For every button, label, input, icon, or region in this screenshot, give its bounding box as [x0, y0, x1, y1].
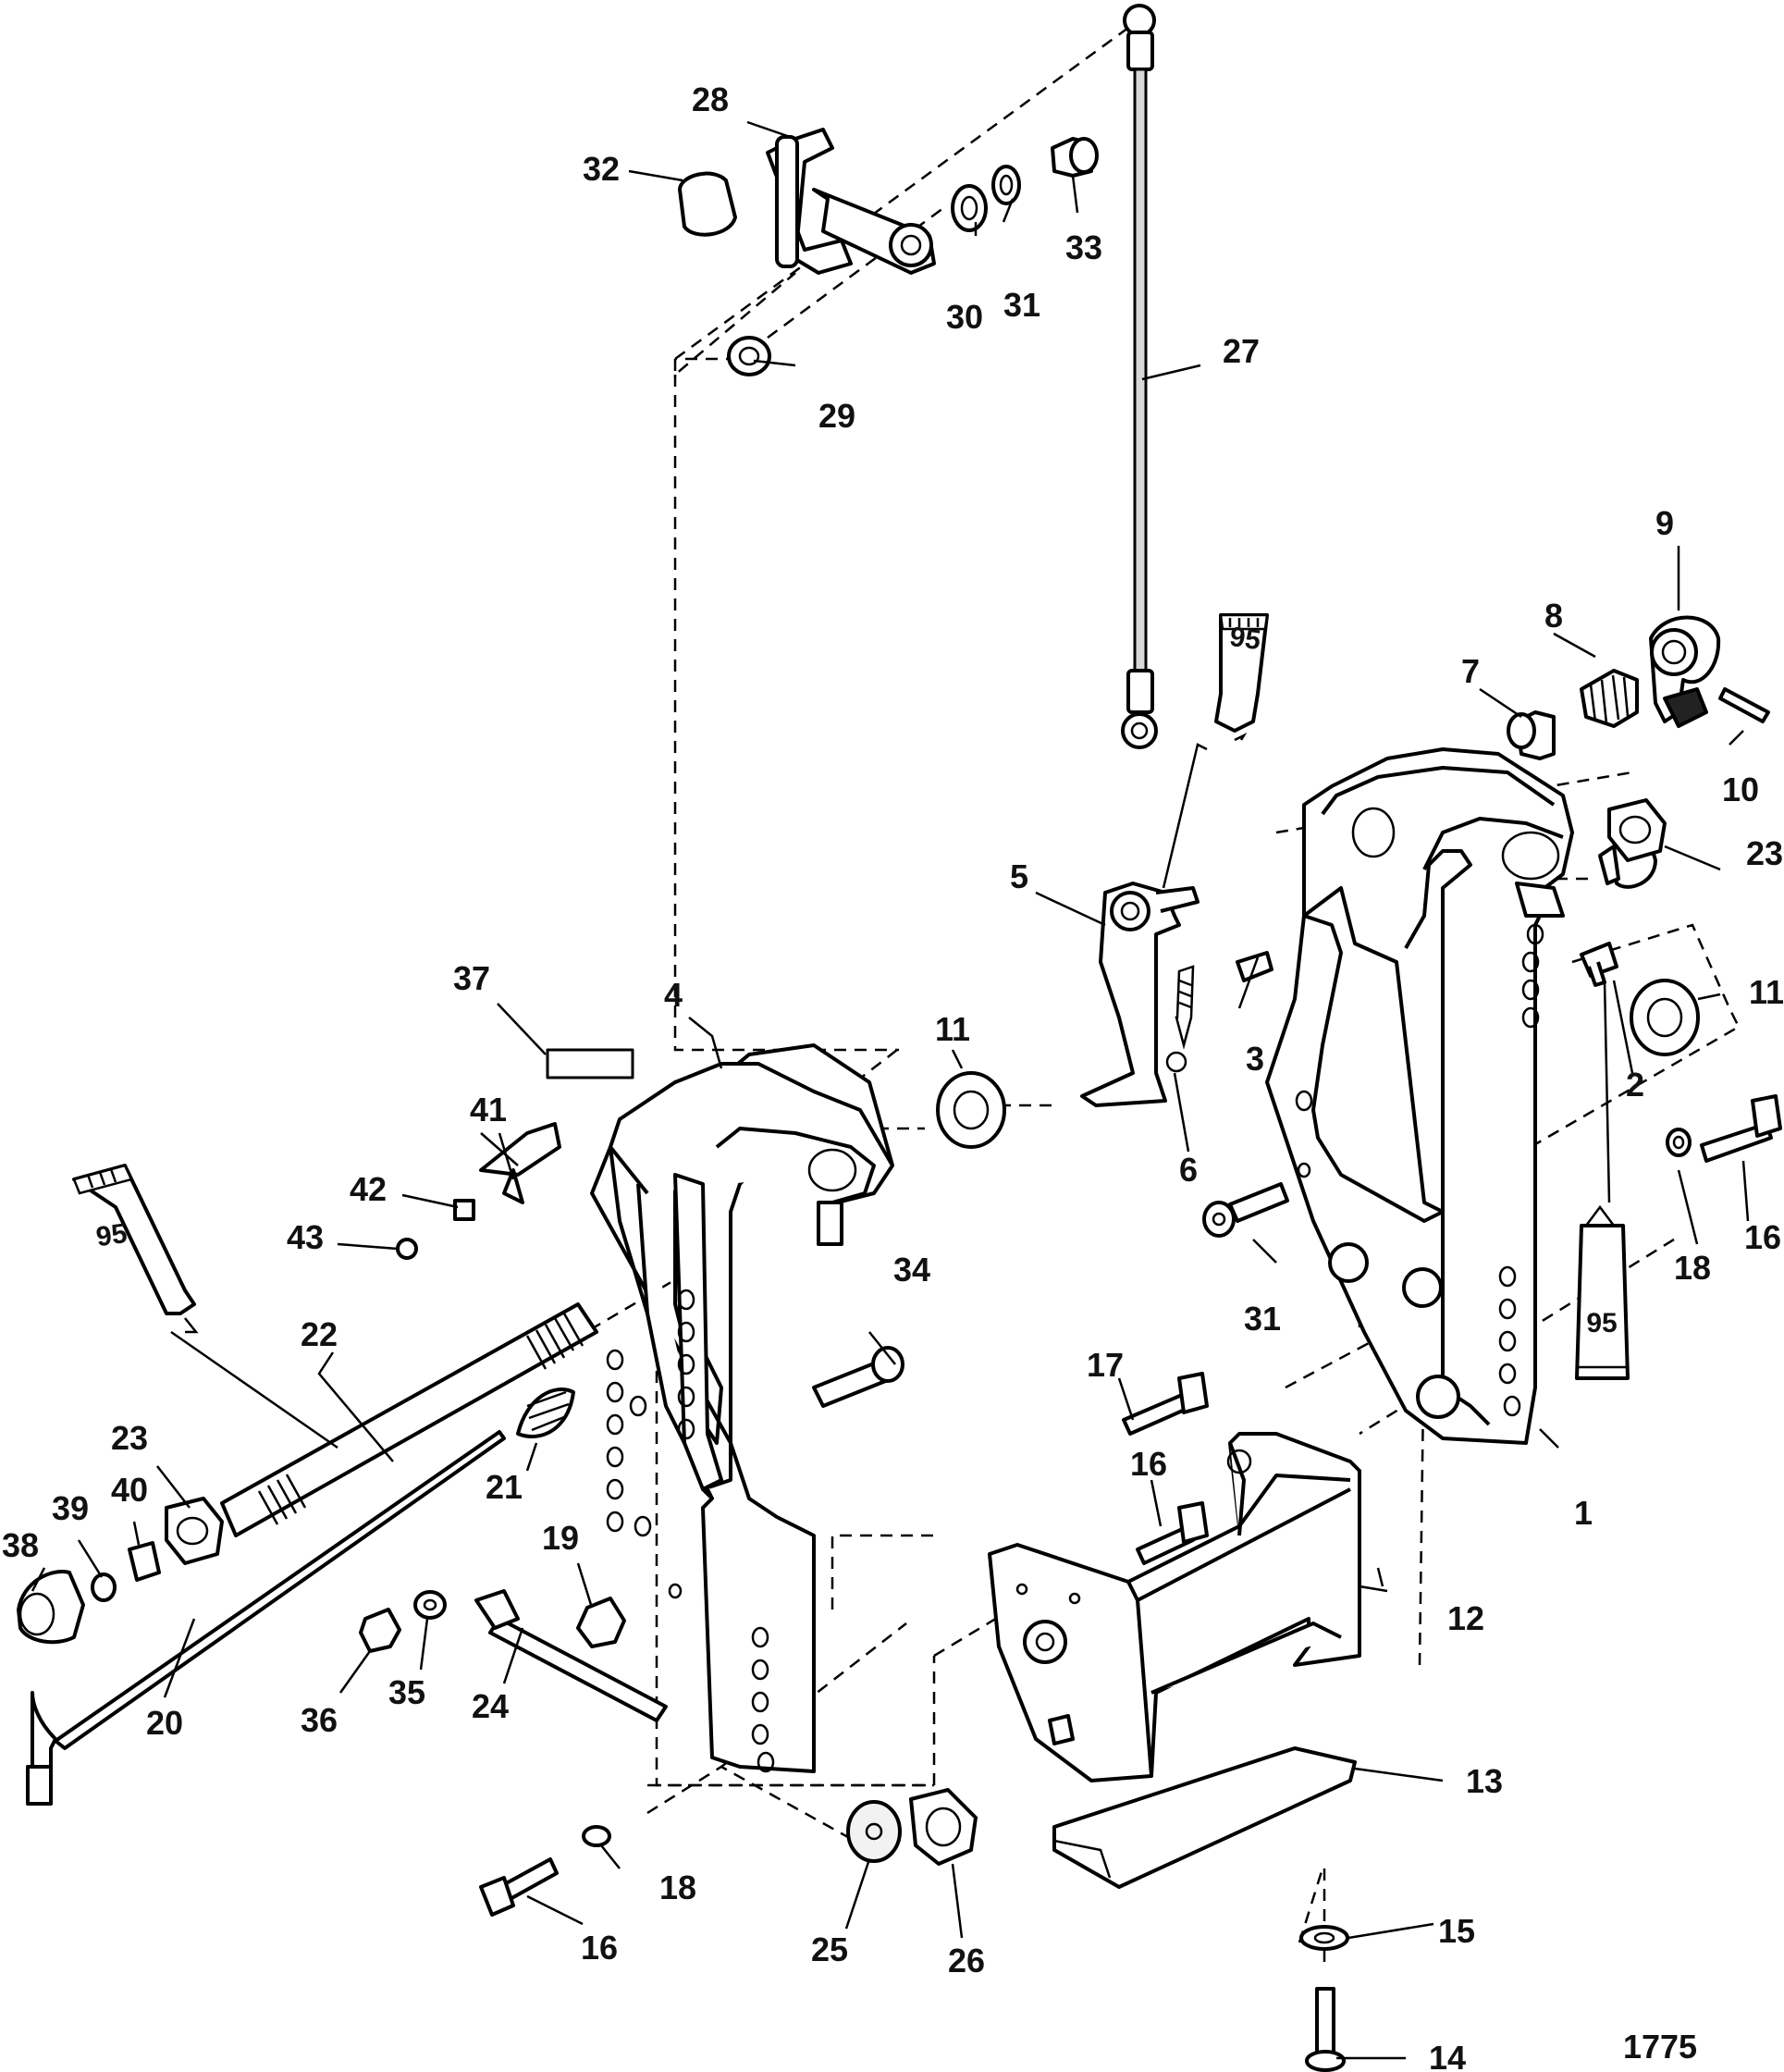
callout-17: 17	[1087, 1346, 1124, 1384]
callout-10: 10	[1722, 771, 1759, 808]
tilt-lock-rod	[26, 1430, 506, 1806]
callout-25: 25	[811, 1930, 848, 1968]
callout-22: 22	[301, 1315, 338, 1353]
left-clamp-bracket	[590, 1043, 894, 1773]
callout-23b: 23	[111, 1419, 148, 1457]
callout-labels: 1 2 3 4 5 6 7 8 9 10 11 11 12 13 14 15 1…	[2, 80, 1784, 2072]
lever-handle-grip	[678, 171, 737, 237]
callout-16c: 16	[581, 1929, 618, 1967]
callout-6: 6	[1179, 1151, 1198, 1189]
callout-27: 27	[1223, 332, 1260, 370]
bracket-adjustment-holes-right	[1295, 923, 1544, 1417]
bracket-bolt	[812, 1346, 904, 1408]
lubricant-tube-right: 95	[1575, 1204, 1630, 1380]
swivel-bracket	[988, 1432, 1361, 1782]
callout-3: 3	[1246, 1040, 1264, 1078]
callout-31a: 31	[1003, 286, 1040, 324]
center-bolt	[1202, 1182, 1289, 1238]
callout-4: 4	[664, 976, 683, 1014]
lubricant-tube-left: 95	[72, 1164, 199, 1334]
top-hardware	[727, 137, 1099, 376]
tube-label-left: 95	[94, 1218, 129, 1252]
callout-2: 2	[1626, 1066, 1644, 1104]
tie-bar	[1121, 4, 1158, 749]
callout-15: 15	[1438, 1912, 1475, 1950]
leader-lines	[31, 120, 1750, 2060]
bottom-washer-bolt	[1299, 1925, 1349, 2072]
tube-label-right: 95	[1586, 1308, 1617, 1338]
callout-16a: 16	[1744, 1218, 1781, 1256]
callout-13: 13	[1466, 1762, 1503, 1800]
callout-9: 9	[1655, 504, 1674, 542]
callout-23a: 23	[1746, 834, 1783, 872]
tilt-spring	[516, 1388, 575, 1438]
right-bolt-washer	[1666, 1094, 1782, 1163]
callout-30: 30	[946, 298, 983, 336]
callout-31b: 31	[1244, 1300, 1281, 1338]
callout-12: 12	[1447, 1599, 1484, 1637]
thrust-washers	[936, 979, 1700, 1149]
reverse-lock-parts	[1507, 615, 1770, 889]
callout-18a: 18	[1674, 1249, 1711, 1287]
callout-7: 7	[1461, 652, 1480, 690]
bottom-washer-nut	[846, 1788, 978, 1866]
callout-1: 1	[1574, 1494, 1593, 1532]
tube-label-upper: 95	[1228, 622, 1263, 656]
right-clamp-bracket	[1265, 747, 1574, 1445]
callout-39: 39	[52, 1489, 89, 1527]
callout-29: 29	[818, 397, 855, 435]
callout-36: 36	[301, 1701, 338, 1739]
callout-16b: 16	[1130, 1445, 1167, 1483]
callout-19: 19	[542, 1519, 579, 1557]
clip-hardware	[396, 1122, 561, 1260]
callout-42: 42	[350, 1170, 387, 1208]
decal-37	[546, 1048, 634, 1079]
callout-40: 40	[111, 1471, 148, 1509]
callout-11a: 11	[935, 1010, 970, 1048]
callout-37: 37	[453, 959, 490, 997]
pivot-bolt-hardware	[359, 1589, 668, 1722]
trailer-lever	[766, 128, 936, 275]
callout-21: 21	[486, 1468, 523, 1506]
bottom-left-bolt	[479, 1825, 611, 1917]
callout-24: 24	[472, 1687, 509, 1725]
center-bolts	[1122, 1372, 1209, 1565]
callout-18b: 18	[659, 1868, 696, 1906]
callout-33: 33	[1065, 228, 1102, 266]
callout-14: 14	[1429, 2039, 1466, 2072]
lock-lever	[1080, 882, 1273, 1107]
callout-5: 5	[1010, 857, 1028, 895]
callout-34: 34	[893, 1251, 930, 1289]
callout-28: 28	[692, 80, 729, 118]
grease-fitting	[1580, 942, 1618, 987]
figure-number: 1775	[1623, 2028, 1697, 2066]
callout-32: 32	[583, 150, 620, 188]
callout-11b: 11	[1749, 973, 1784, 1011]
callout-8: 8	[1544, 597, 1563, 635]
locknut-right	[1607, 798, 1667, 862]
callout-43: 43	[287, 1218, 324, 1256]
callout-38: 38	[2, 1526, 39, 1564]
tilt-tube	[220, 1302, 598, 1537]
callout-41: 41	[470, 1091, 507, 1128]
bracket-adjustment-holes	[606, 1289, 775, 1773]
left-tube-hardware	[17, 1497, 224, 1645]
callout-26: 26	[948, 1942, 985, 1980]
lubricant-tube-upper: 95	[1214, 613, 1269, 742]
assembly-guide-lines	[554, 26, 1741, 1970]
swivel-plate	[1052, 1746, 1357, 1889]
callout-20: 20	[146, 1704, 183, 1742]
callout-35: 35	[388, 1673, 425, 1711]
